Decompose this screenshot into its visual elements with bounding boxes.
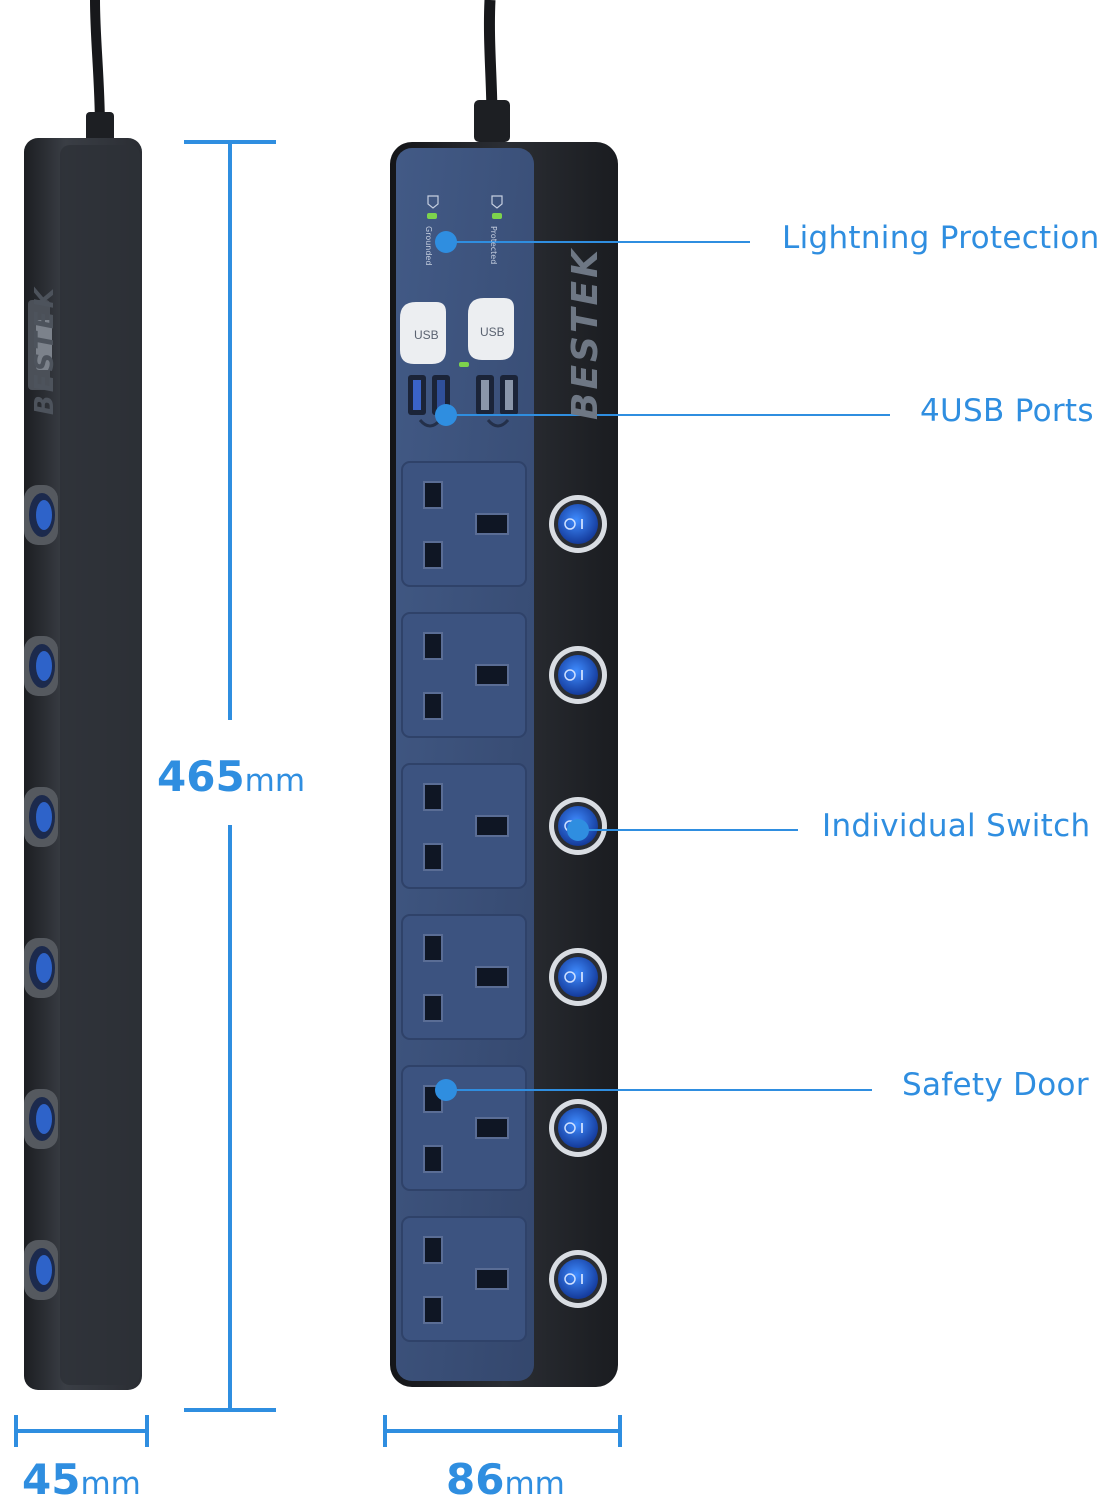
rocker-switch-5[interactable] bbox=[549, 1099, 607, 1157]
shield-icon bbox=[491, 195, 503, 209]
callout-dots bbox=[435, 231, 589, 1101]
side-switch-6 bbox=[24, 1240, 58, 1300]
side-switch-5 bbox=[24, 1089, 58, 1149]
front-cable-strain-relief bbox=[474, 100, 510, 142]
brand-logo-front: BESTEK bbox=[565, 246, 606, 420]
socket-2 bbox=[401, 612, 527, 738]
brand-logo-side: BESTEK bbox=[30, 285, 60, 415]
side-clip-detail bbox=[36, 320, 52, 370]
callout-individual-switch: Individual Switch bbox=[822, 808, 1091, 844]
height-value: 465 bbox=[157, 752, 245, 801]
thickness-value: 45 bbox=[22, 1455, 81, 1504]
usb-led bbox=[459, 362, 469, 367]
width-unit: mm bbox=[504, 1466, 565, 1502]
callout-lightning-protection: Lightning Protection bbox=[782, 220, 1098, 256]
callout-usb-ports: 4USB Ports bbox=[920, 393, 1094, 429]
width-value: 86 bbox=[446, 1455, 505, 1504]
protected-label: Protected bbox=[489, 226, 498, 265]
side-switch-4 bbox=[24, 938, 58, 998]
socket-4 bbox=[401, 914, 527, 1040]
rocker-switch-4[interactable] bbox=[549, 948, 607, 1006]
usb-cover-label-left: USB bbox=[414, 328, 439, 342]
grounded-label: Grounded bbox=[424, 226, 433, 266]
ground-icon bbox=[427, 195, 439, 209]
side-cable-strain-relief bbox=[86, 112, 114, 142]
socket-1 bbox=[401, 461, 527, 587]
side-switch-1 bbox=[24, 485, 58, 545]
side-cable bbox=[90, 0, 105, 131]
side-switch-3 bbox=[24, 787, 58, 847]
usb-cover-right bbox=[468, 298, 514, 360]
rocker-switch-6[interactable] bbox=[549, 1250, 607, 1308]
dimension-width: 86mm bbox=[446, 1455, 565, 1504]
dimension-thickness: 45mm bbox=[22, 1455, 141, 1504]
rocker-switch-2[interactable] bbox=[549, 646, 607, 704]
socket-6 bbox=[401, 1216, 527, 1342]
thickness-unit: mm bbox=[80, 1466, 141, 1502]
usb-ports bbox=[408, 375, 518, 415]
grounded-led bbox=[427, 213, 437, 219]
usb-cover-left bbox=[400, 302, 446, 364]
dimension-lines bbox=[14, 140, 622, 1447]
socket-3 bbox=[401, 763, 527, 889]
protected-led bbox=[492, 213, 502, 219]
callout-leaders bbox=[446, 241, 890, 1091]
socket-5 bbox=[401, 1065, 527, 1191]
rocker-switch-1[interactable] bbox=[549, 495, 607, 553]
usb-cover-label-right: USB bbox=[480, 325, 505, 339]
dimension-height: 465mm bbox=[157, 752, 305, 801]
callout-safety-door: Safety Door bbox=[902, 1067, 1089, 1103]
height-unit: mm bbox=[244, 763, 306, 799]
side-view-face bbox=[60, 145, 140, 1385]
side-switch-2 bbox=[24, 636, 58, 696]
